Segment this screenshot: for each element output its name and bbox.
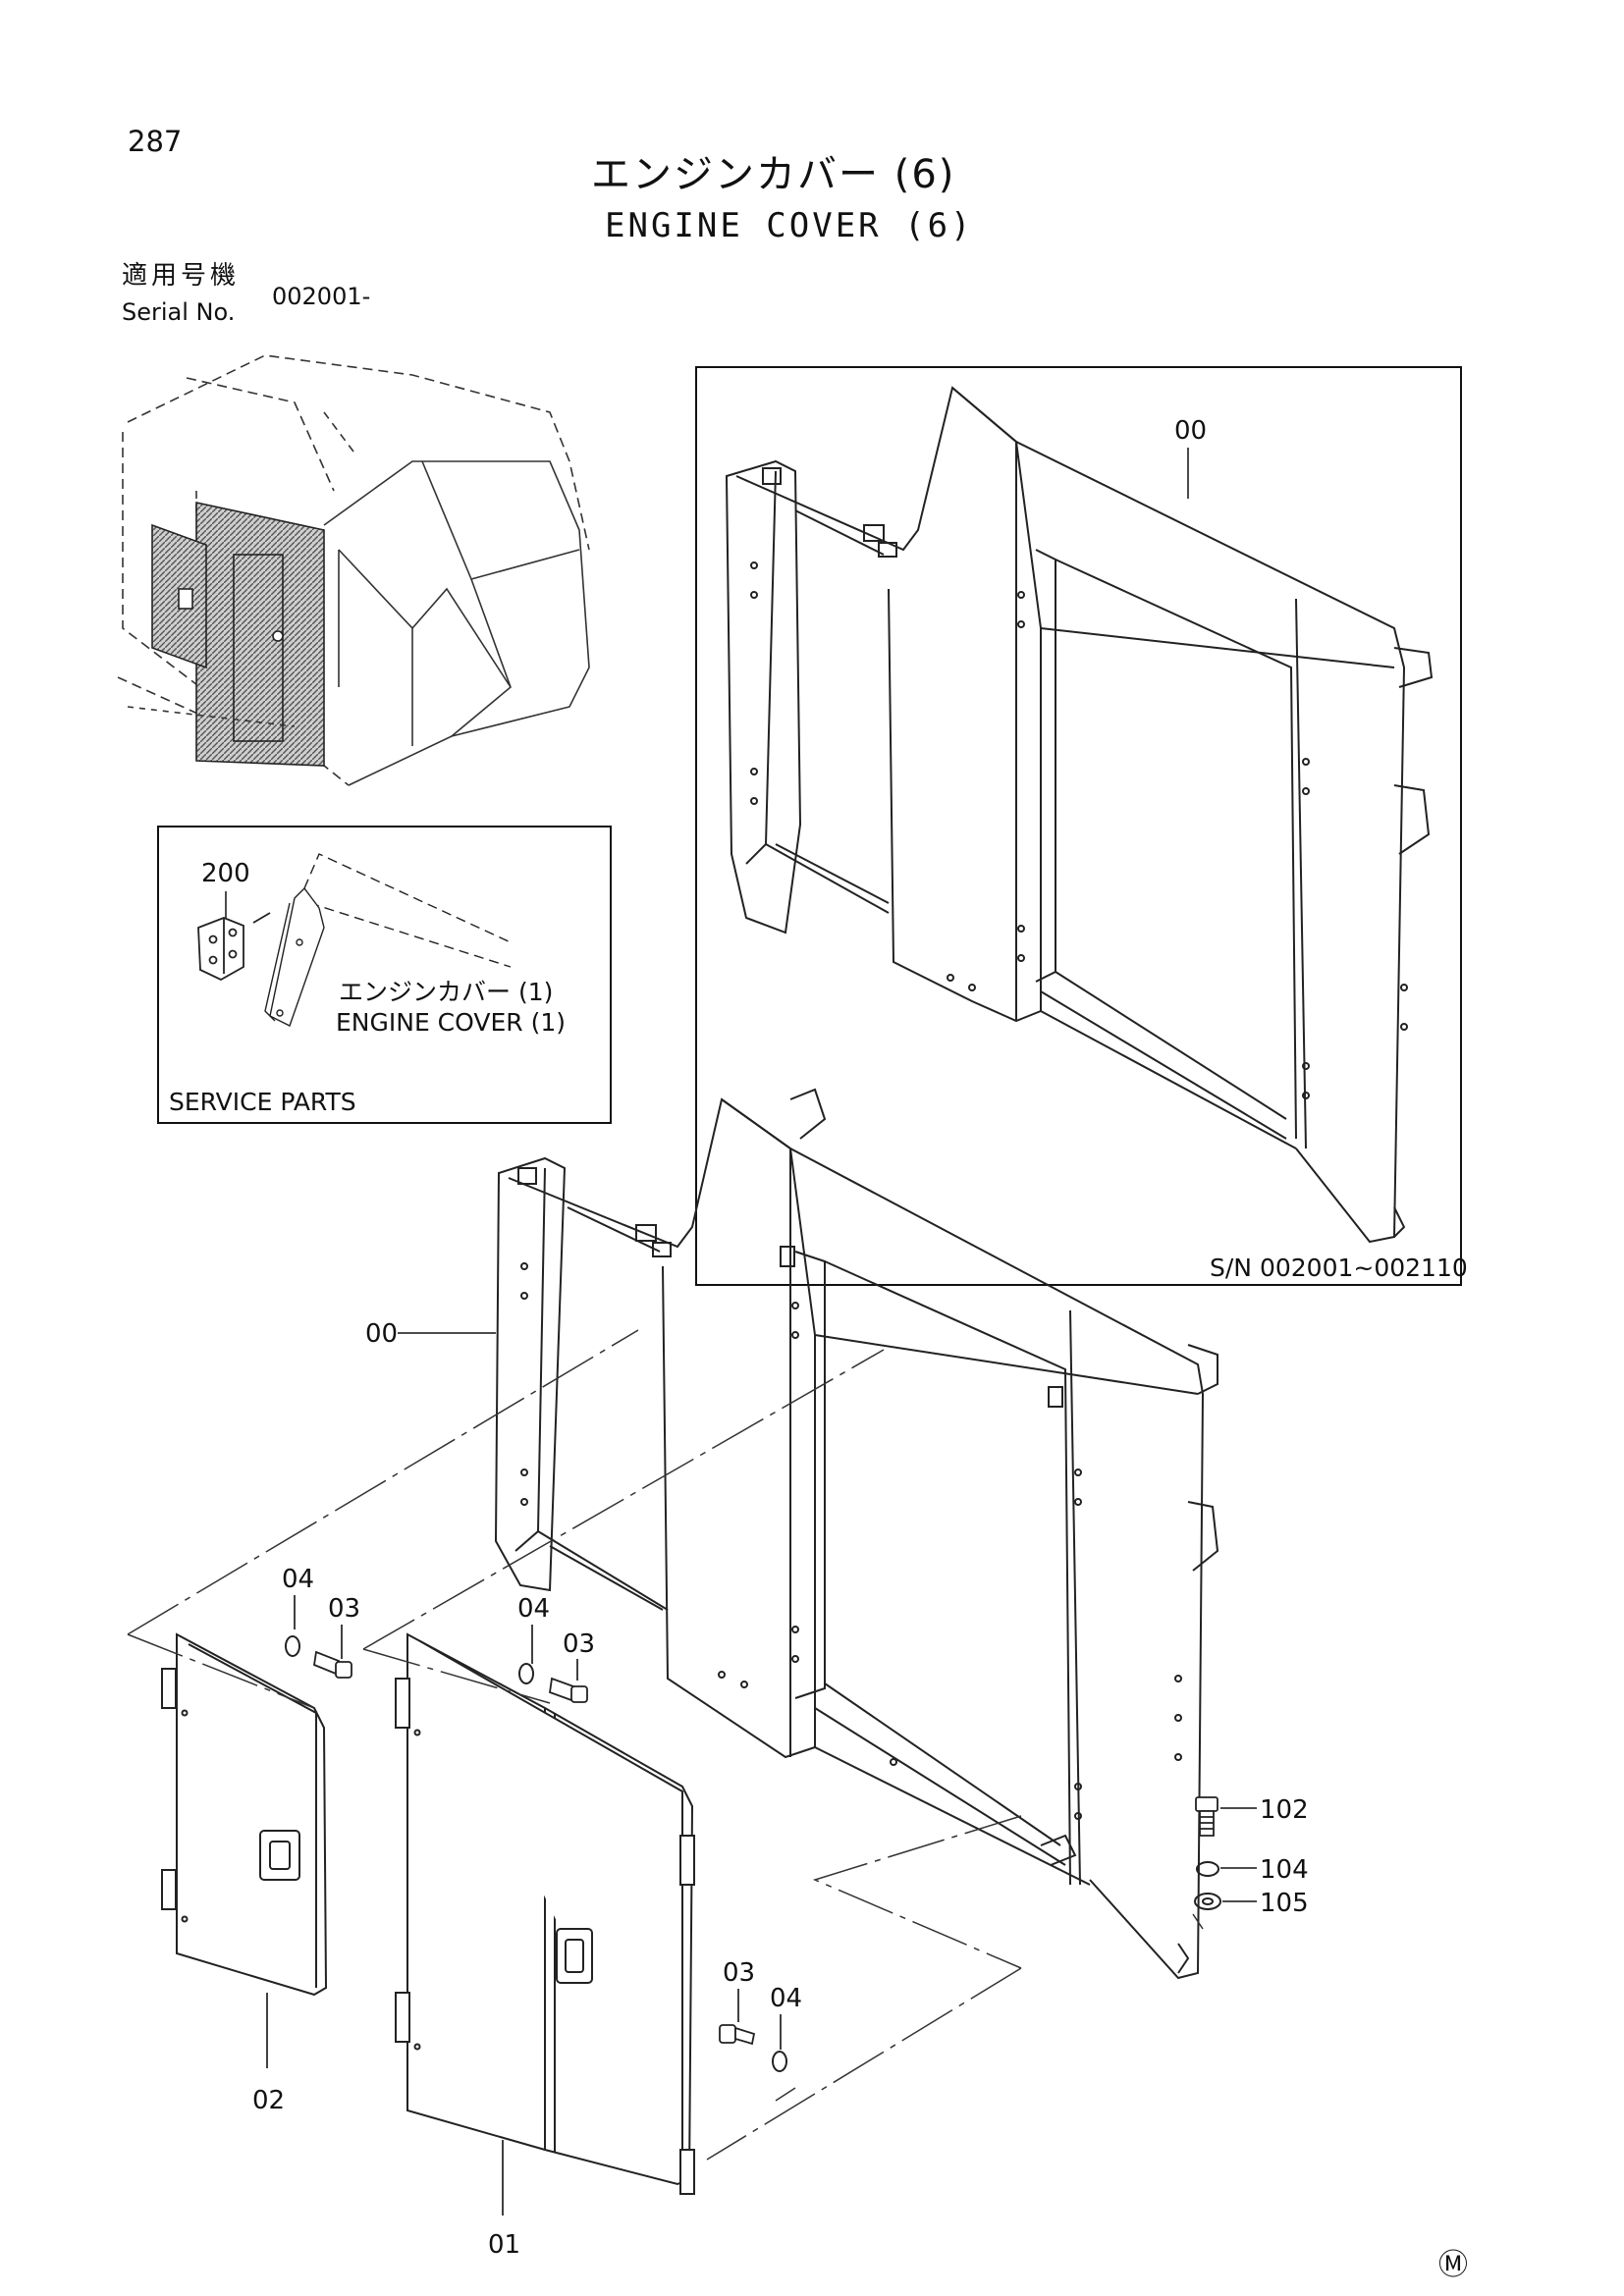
bolt-03-low — [719, 2024, 756, 2046]
page-title-english: ENGINE COVER (6) — [605, 206, 974, 245]
service-part-reference-english: ENGINE COVER (1) — [336, 1008, 566, 1037]
washer-104 — [1196, 1861, 1219, 1877]
callout-label-03-mid: 03 — [563, 1629, 595, 1659]
serial-range-inset-box: 00 — [695, 366, 1468, 1286]
washer-04-mid — [518, 1663, 534, 1684]
bolt-03-mid — [549, 1677, 588, 1703]
callout-label-00: 00 — [365, 1319, 398, 1349]
callout-label-02: 02 — [252, 2086, 285, 2115]
washer-105 — [1194, 1893, 1221, 1910]
manufacturer-mark: Ⓜ — [1438, 2248, 1468, 2282]
service-part-bracket — [197, 912, 271, 982]
washer-04-left — [285, 1635, 300, 1657]
bolt-03-left — [313, 1650, 352, 1679]
callout-label-01: 01 — [488, 2230, 520, 2260]
callout-label-104: 104 — [1260, 1855, 1309, 1885]
callout-label-03-left: 03 — [328, 1594, 360, 1624]
door-panel-02 — [161, 1632, 328, 1997]
service-parts-box: 200 エンジンカバー (1) ENGINE COVER (1) SERVICE… — [157, 826, 612, 1124]
callout-label-04-low: 04 — [770, 1984, 802, 2013]
callout-label-03-low: 03 — [723, 1958, 755, 1988]
callout-label-04-mid: 04 — [517, 1594, 550, 1624]
inset-part-label-00: 00 — [1174, 416, 1207, 446]
engine-cover-1-reference — [264, 853, 512, 1027]
callout-label-04-left: 04 — [282, 1565, 314, 1594]
door-panel-01 — [395, 1632, 695, 2195]
serial-label-japanese: 適用号機 — [122, 261, 241, 291]
page-title-japanese: エンジンカバー (6) — [591, 152, 956, 197]
assembly-guide-lines — [127, 1329, 1204, 2161]
service-part-label-200: 200 — [201, 859, 250, 888]
inset-serial-range: S/N 002001~002110 — [1210, 1254, 1468, 1282]
hatched-engine-cover-panel — [151, 502, 325, 767]
callout-label-102: 102 — [1260, 1795, 1309, 1825]
washer-04-low — [772, 2051, 787, 2072]
serial-number-value: 002001- — [272, 283, 371, 310]
service-parts-title: SERVICE PARTS — [169, 1088, 356, 1116]
service-part-reference-japanese: エンジンカバー (1) — [339, 978, 553, 1006]
serial-label-english: Serial No. — [122, 298, 236, 326]
callout-leaders — [266, 1332, 1257, 2216]
page-number: 287 — [128, 125, 183, 158]
main-frame-assembly — [494, 1088, 1219, 1980]
inset-frame-drawing — [725, 386, 1434, 1244]
machine-overview-illustration — [117, 354, 590, 786]
bolt-102 — [1195, 1796, 1218, 1837]
callout-label-105: 105 — [1260, 1889, 1309, 1918]
